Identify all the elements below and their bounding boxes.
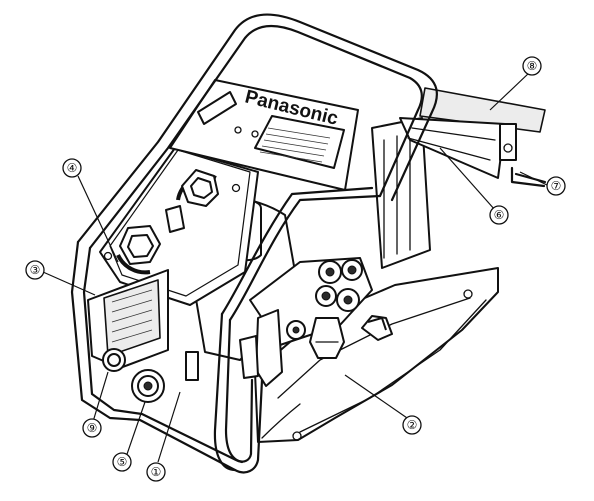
callout-2: ② bbox=[402, 415, 422, 435]
callout-5: ⑤ bbox=[112, 452, 132, 472]
callout-3-label: ③ bbox=[30, 263, 41, 277]
front-control-panel bbox=[99, 147, 259, 306]
spool-holder-arm bbox=[399, 87, 547, 188]
callout-9: ⑨ bbox=[82, 418, 102, 438]
callout-6-label: ⑥ bbox=[494, 208, 505, 222]
callout-3: ③ bbox=[25, 260, 45, 280]
callout-4-label: ④ bbox=[67, 161, 78, 175]
callout-6: ⑥ bbox=[489, 205, 509, 225]
callout-4: ④ bbox=[62, 158, 82, 178]
callout-8: ⑧ bbox=[522, 56, 542, 76]
torch-connector bbox=[131, 369, 165, 403]
callout-7: ⑦ bbox=[546, 176, 566, 196]
callout-9-label: ⑨ bbox=[87, 421, 98, 435]
rear-panel bbox=[371, 117, 431, 269]
callout-7-label: ⑦ bbox=[551, 179, 562, 193]
callout-8-label: ⑧ bbox=[527, 59, 538, 73]
callout-5-label: ⑤ bbox=[117, 455, 128, 469]
callout-1: ① bbox=[146, 462, 166, 482]
leader-lines bbox=[42, 71, 548, 463]
callout-2-label: ② bbox=[407, 418, 418, 432]
wire-guide-clips bbox=[361, 315, 393, 341]
wire-feed-speed-knob bbox=[176, 169, 219, 207]
connector-cover bbox=[185, 351, 199, 381]
carry-frame bbox=[70, 13, 438, 474]
voltage-knob bbox=[116, 225, 161, 275]
side-nameplate-area bbox=[87, 269, 199, 403]
base-tray bbox=[254, 267, 499, 443]
feed-roller-assembly bbox=[239, 257, 393, 387]
callout-1-label: ① bbox=[151, 465, 162, 479]
control-cable-connector bbox=[102, 348, 126, 372]
